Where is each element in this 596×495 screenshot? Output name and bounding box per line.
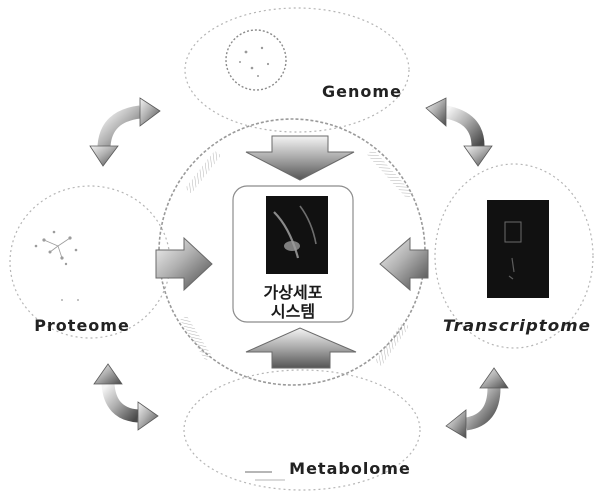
protein-structure-icon [35,231,77,265]
arrow-genome-to-center [246,136,354,180]
arrow-proteome-to-center [156,238,212,290]
arrow-metabolome-to-center [246,328,356,368]
center-title-line1: 가상세포 [264,283,323,302]
metabolome-node: Metabolome [245,459,411,480]
genome-node: Genome [226,30,402,101]
genome-oval [185,8,409,132]
curved-arrow-genome-transcriptome [426,98,492,166]
ring-label-mark [185,151,221,194]
ring-label-mark [180,316,212,361]
genome-label: Genome [322,82,402,101]
curved-arrow-proteome-genome [90,98,160,166]
genome-cell-icon [226,30,286,90]
metabolome-label: Metabolome [289,459,411,478]
proteome-dots [61,299,79,301]
proteome-label: Proteome [34,316,130,335]
transcriptome-image [487,200,549,298]
virtual-cell-image-blob [284,241,300,251]
proteome-node: Proteome [34,231,130,335]
genome-cell-dots [239,47,269,77]
ring-label-mark [367,149,413,199]
curved-arrow-metabolome-proteome [94,364,158,430]
center-title-line2: 시스템 [271,302,315,321]
transcriptome-node: Transcriptome [443,200,591,335]
virtual-cell-image [266,196,328,274]
center-box: 가상세포 시스템 [233,186,353,322]
transcriptome-label: Transcriptome [443,316,591,335]
curved-arrow-transcriptome-metabolome [446,368,508,438]
ring-label-mark [375,322,409,366]
